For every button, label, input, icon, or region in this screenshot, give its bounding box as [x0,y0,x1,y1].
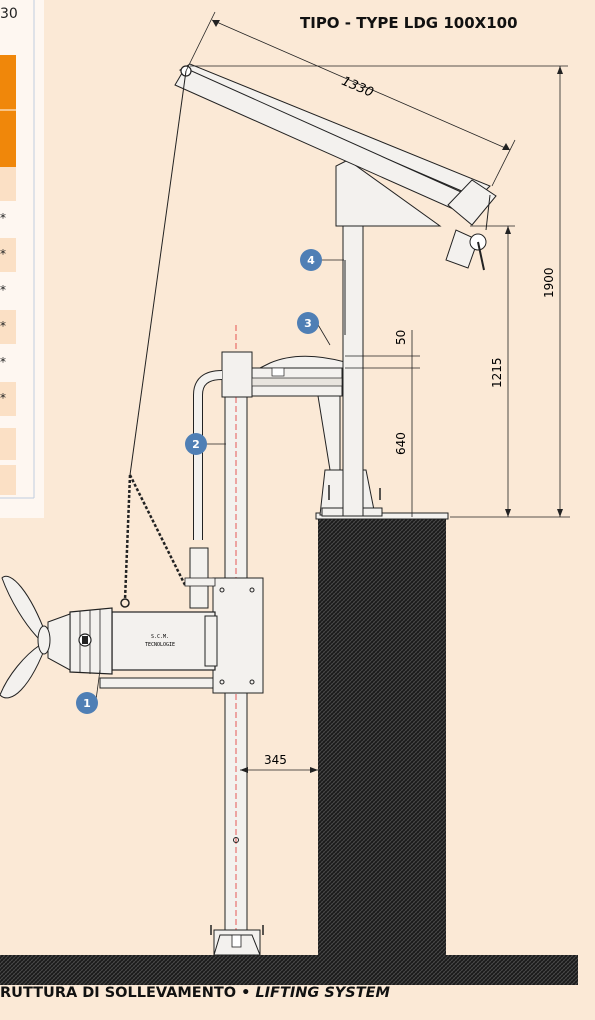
table-mark: * [0,283,6,297]
dim-total-height: 1900 [542,267,556,298]
concrete-wall [318,517,446,957]
footer-text-a: RUTTURA DI SOLLEVAMENTO • [0,985,256,1001]
page-title: TIPO - TYPE LDG 100X100 [300,14,518,32]
svg-text:2: 2 [192,438,200,451]
table-mark: * [0,247,6,261]
svg-text:1: 1 [83,697,91,710]
lifting-chain [120,474,187,608]
crane-head [335,159,442,227]
footer-caption: RUTTURA DI SOLLEVAMENTO • LIFTING SYSTEM [0,985,595,1016]
callout-3: 3 [297,312,319,334]
dim-mast-height: 1215 [490,357,504,388]
mixer-bracket [99,577,264,694]
dimension-lines [185,11,570,771]
svg-text:4: 4 [307,254,315,267]
mixer-motor [47,607,218,675]
callout-2: 2 [185,433,207,455]
propeller [0,575,51,699]
table-mark: * [0,391,6,405]
table-mark: * [0,319,6,333]
callout-4: 4 [300,249,322,271]
dim-arm: 1330 [339,74,375,101]
dimension-arrows [212,20,563,773]
svg-text:3: 3 [304,317,312,330]
motor-brand-line1: S.C.M. [151,634,169,640]
table-mark: * [0,211,6,225]
table-fragment [0,0,44,518]
callout-1: 1 [76,692,98,714]
dim-offset: 345 [264,753,287,767]
dim-gap: 50 [394,330,408,345]
crane-column [342,225,364,517]
dim-bracket-height: 640 [394,432,408,455]
ground-slab [0,955,578,985]
table-orange-header [0,55,16,167]
crane-boom [174,63,497,271]
footer-text-b: LIFTING SYSTEM [255,985,390,1001]
motor-brand-line2: TECNOLOGIE [145,642,175,648]
table-mark: * [0,355,6,369]
table-number: 30 [0,6,18,22]
lifting-cable [129,70,187,476]
